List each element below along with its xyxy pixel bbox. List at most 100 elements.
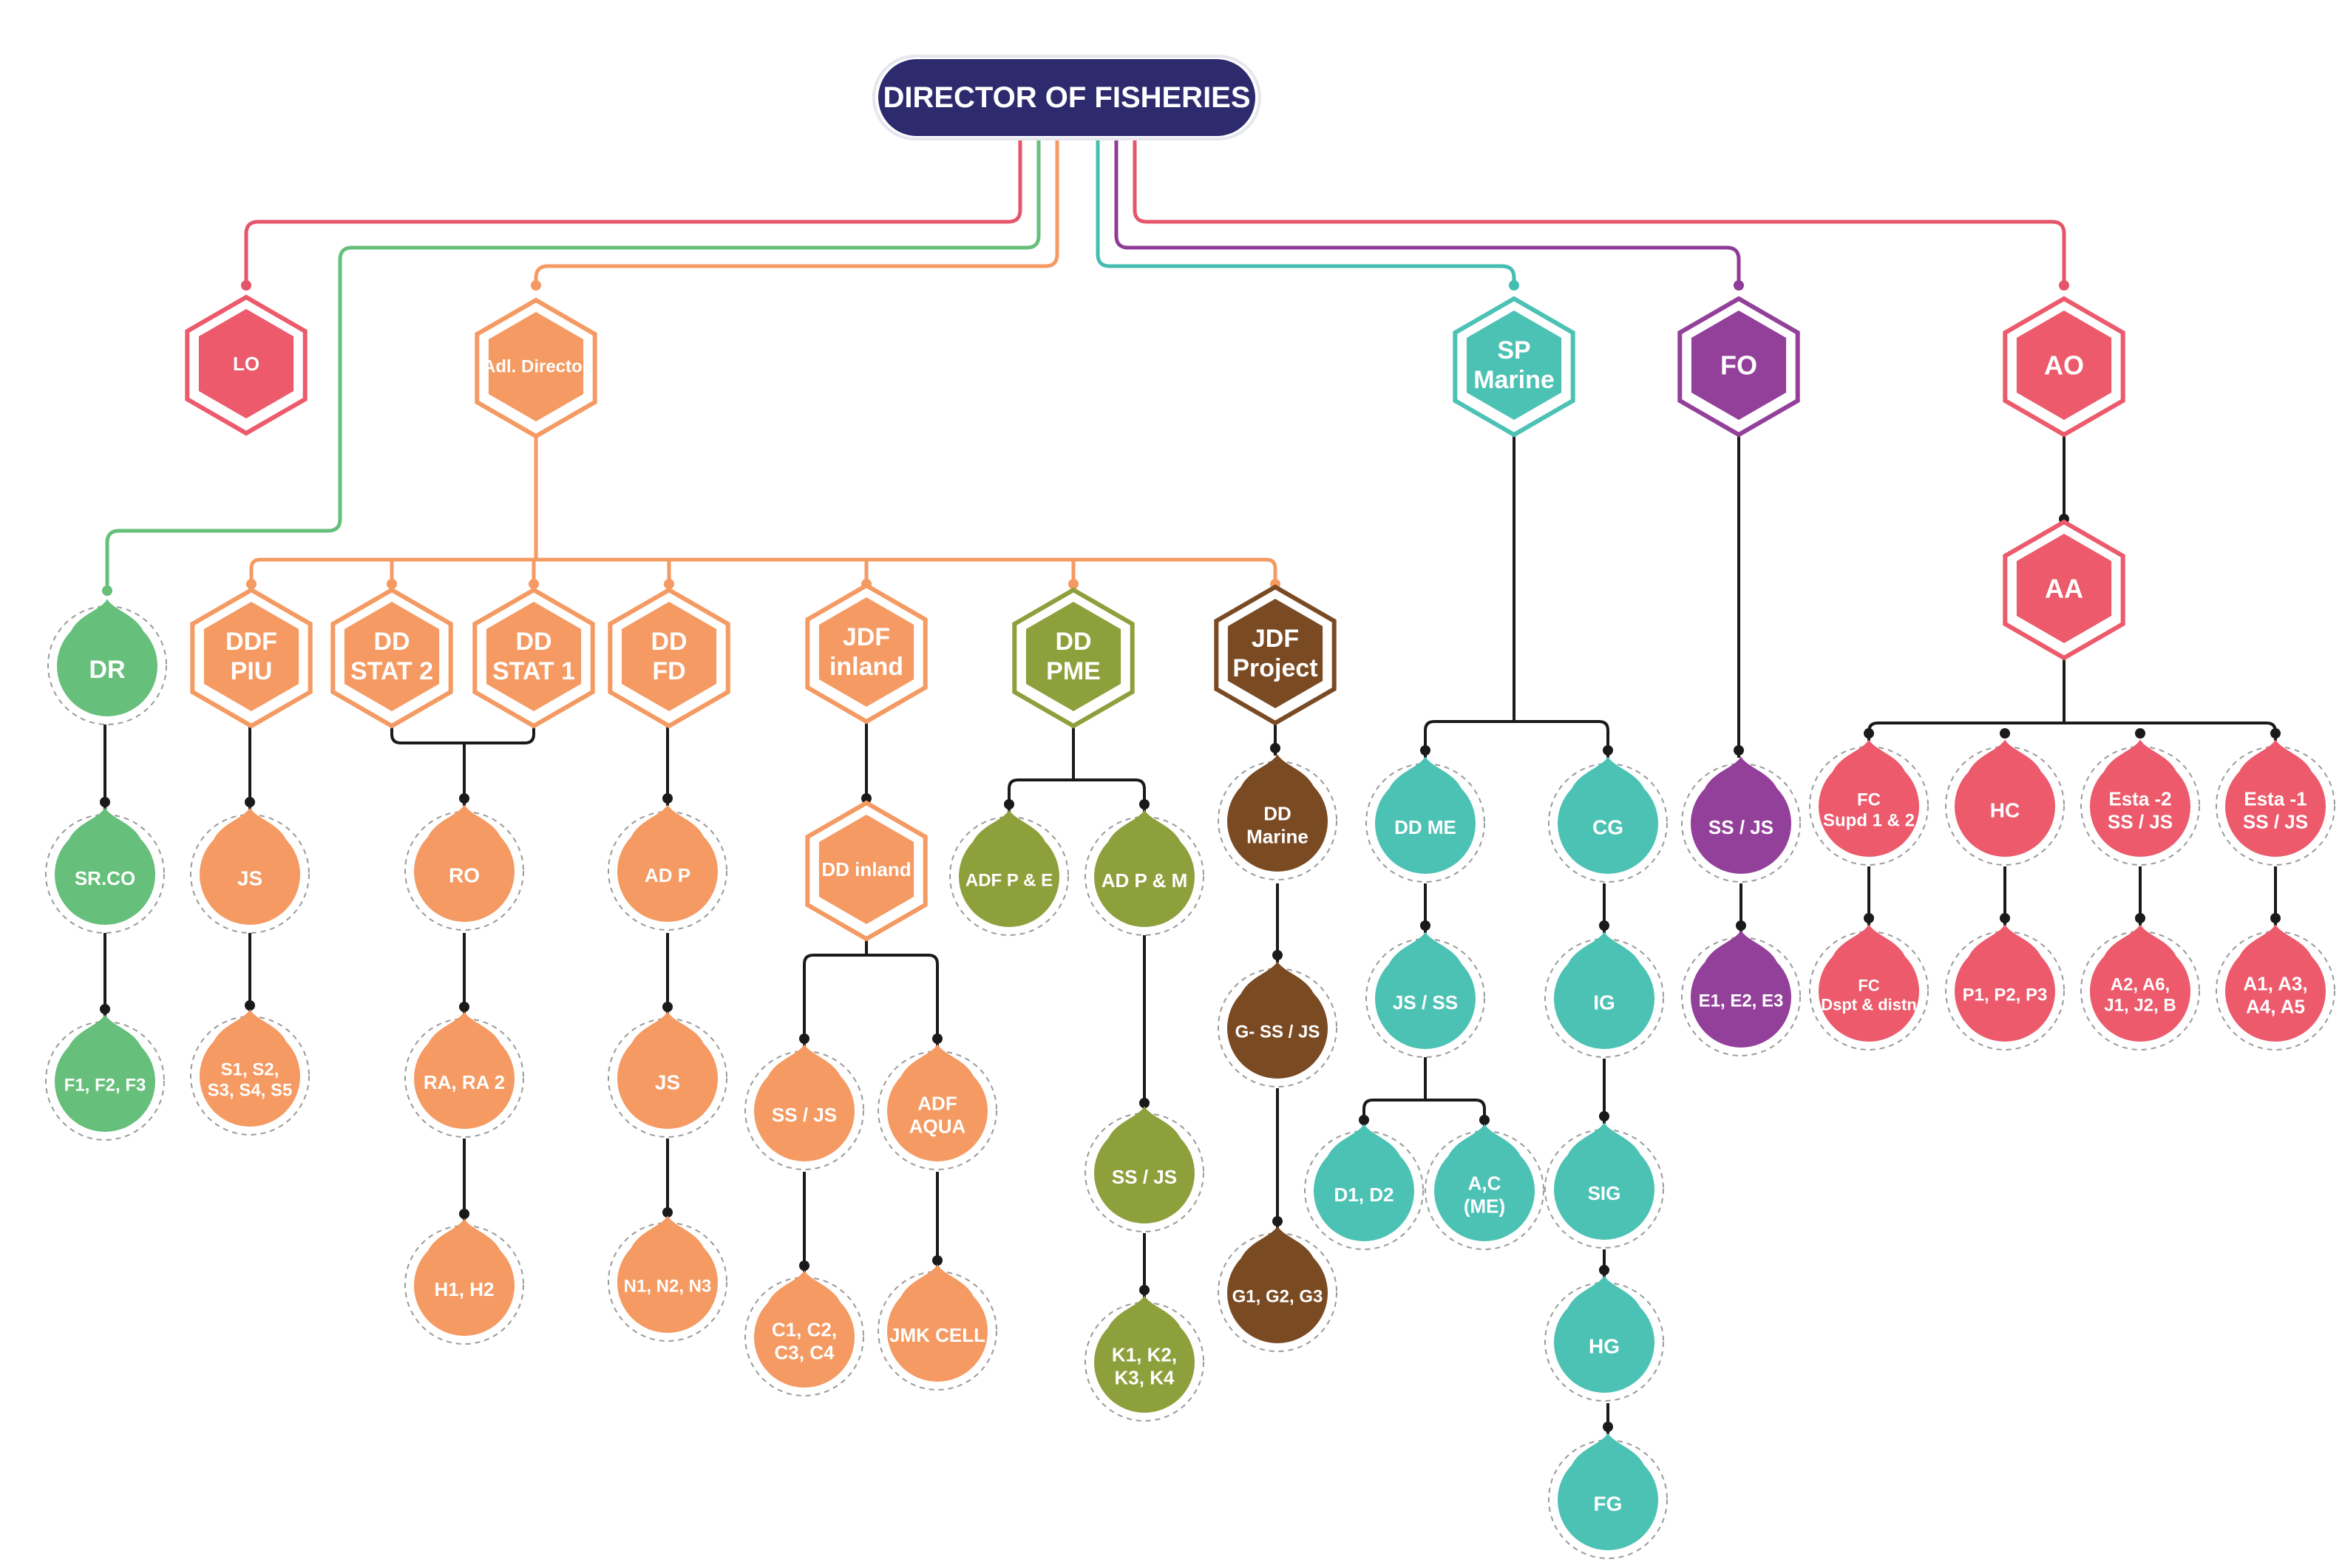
node-hc[interactable]: HC bbox=[1945, 739, 2065, 866]
node-label: DD bbox=[651, 628, 687, 656]
director-title: DIRECTOR OF FISHERIES bbox=[883, 81, 1250, 114]
node-lo[interactable]: LO bbox=[185, 294, 308, 436]
node-label: DD bbox=[515, 628, 551, 656]
node-js_fd[interactable]: JS bbox=[608, 1011, 727, 1138]
node-k1234[interactable]: K1, K2,K3, K4 bbox=[1085, 1295, 1204, 1422]
node-esta2[interactable]: Esta -2SS / JS bbox=[2080, 739, 2200, 866]
node-ao[interactable]: AO bbox=[2003, 296, 2125, 438]
node-label: Adl. Director bbox=[483, 357, 589, 377]
drop-fill bbox=[1094, 1295, 1195, 1413]
node-acme[interactable]: A,C(ME) bbox=[1425, 1124, 1544, 1250]
node-e123[interactable]: E1, E2, E3 bbox=[1681, 930, 1801, 1056]
node-dr[interactable]: DR bbox=[47, 599, 167, 725]
director-box[interactable]: DIRECTOR OF FISHERIES bbox=[872, 55, 1261, 140]
node-adl[interactable]: Adl. Director bbox=[475, 297, 597, 439]
node-label: A4, A5 bbox=[2246, 995, 2305, 1017]
node-gssjs[interactable]: G- SS / JS bbox=[1218, 961, 1337, 1087]
node-label: SS / JS bbox=[772, 1104, 837, 1126]
node-label: Esta -2 bbox=[2108, 788, 2171, 810]
node-label: Esta -1 bbox=[2244, 788, 2307, 810]
node-aa[interactable]: AA bbox=[2003, 519, 2125, 661]
node-sig[interactable]: SIG bbox=[1544, 1122, 1664, 1249]
drop-fill bbox=[1955, 739, 2055, 857]
line-to-adl-director bbox=[534, 140, 1059, 290]
node-ssjs_fo[interactable]: SS / JS bbox=[1681, 756, 1801, 883]
drop-fill bbox=[753, 1044, 855, 1161]
node-label: G- SS / JS bbox=[1235, 1022, 1320, 1042]
node-g123[interactable]: G1, G2, G3 bbox=[1218, 1226, 1337, 1352]
node-a1a3[interactable]: A1, A3,A4, A5 bbox=[2216, 924, 2335, 1051]
node-ra[interactable]: RA, RA 2 bbox=[404, 1011, 524, 1138]
node-fo[interactable]: FO bbox=[1677, 296, 1800, 438]
hex-fill bbox=[488, 312, 584, 421]
drop-fill bbox=[617, 1011, 718, 1129]
node-ssjs_inl[interactable]: SS / JS bbox=[744, 1044, 864, 1170]
drop-fill bbox=[1094, 1106, 1195, 1223]
node-label: ADF bbox=[917, 1093, 957, 1115]
line-sp-bus bbox=[1424, 720, 1609, 758]
node-adp[interactable]: AD P bbox=[608, 804, 727, 931]
node-js_piu[interactable]: JS bbox=[190, 807, 310, 934]
node-srco[interactable]: SR.CO bbox=[45, 807, 165, 934]
hex-fill bbox=[818, 597, 914, 707]
node-jsss[interactable]: JS / SS bbox=[1365, 931, 1485, 1058]
node-fg[interactable]: FG bbox=[1548, 1433, 1668, 1559]
node-label: DD bbox=[373, 628, 410, 656]
node-label: FC bbox=[1858, 977, 1879, 995]
node-label: J1, J2, B bbox=[2104, 996, 2176, 1016]
connector-dot bbox=[1139, 1098, 1150, 1108]
connector-dot bbox=[2059, 280, 2069, 291]
node-hg[interactable]: HG bbox=[1544, 1275, 1664, 1402]
node-label: JS / SS bbox=[1393, 991, 1458, 1014]
node-cg[interactable]: CG bbox=[1548, 756, 1668, 883]
hex-fill bbox=[344, 602, 440, 711]
node-label: IG bbox=[1593, 991, 1615, 1014]
node-ddinland[interactable]: DD inland bbox=[805, 800, 928, 942]
node-s_piu[interactable]: S1, S2,S3, S4, S5 bbox=[190, 1009, 310, 1136]
node-a2a6[interactable]: A2, A6,J1, J2, B bbox=[2080, 924, 2200, 1051]
node-c1234[interactable]: C1, C2,C3, C4 bbox=[744, 1270, 864, 1396]
connector-dot bbox=[1420, 920, 1430, 931]
node-ro[interactable]: RO bbox=[404, 804, 524, 931]
connector-dot bbox=[1603, 745, 1613, 756]
hex-fill bbox=[198, 309, 294, 418]
node-n123[interactable]: N1, N2, N3 bbox=[608, 1215, 727, 1342]
node-h12[interactable]: H1, H2 bbox=[404, 1218, 524, 1345]
node-adfpe[interactable]: ADF P & E bbox=[949, 810, 1069, 936]
node-ig[interactable]: IG bbox=[1544, 931, 1664, 1058]
node-ddme[interactable]: DD ME bbox=[1365, 756, 1485, 883]
node-label: JDF bbox=[1252, 625, 1299, 653]
connector-dot bbox=[1509, 280, 1519, 291]
hex-fill bbox=[1691, 310, 1787, 420]
drop-fill bbox=[887, 1044, 988, 1161]
node-label: SS / JS bbox=[1708, 816, 1774, 838]
node-esta1[interactable]: Esta -1SS / JS bbox=[2216, 739, 2335, 866]
node-d12[interactable]: D1, D2 bbox=[1304, 1124, 1424, 1250]
node-label: Dspt & distn bbox=[1821, 996, 1917, 1014]
node-label: SS / JS bbox=[2108, 810, 2173, 832]
node-adpm[interactable]: AD P & M bbox=[1085, 810, 1204, 936]
drop-fill bbox=[959, 810, 1059, 927]
node-jmk[interactable]: JMK CELL bbox=[878, 1264, 997, 1391]
node-label: Project bbox=[1232, 654, 1317, 682]
node-f123[interactable]: F1, F2, F3 bbox=[45, 1014, 165, 1141]
line-ddinland-bus bbox=[803, 954, 939, 1046]
node-ssjs_pme[interactable]: SS / JS bbox=[1085, 1106, 1204, 1232]
node-label: A1, A3, bbox=[2243, 973, 2307, 995]
node-p123[interactable]: P1, P2, P3 bbox=[1945, 924, 2065, 1051]
connector-dot bbox=[1864, 913, 1874, 923]
node-label: S3, S4, S5 bbox=[208, 1081, 293, 1101]
line-stat-join bbox=[390, 713, 535, 744]
